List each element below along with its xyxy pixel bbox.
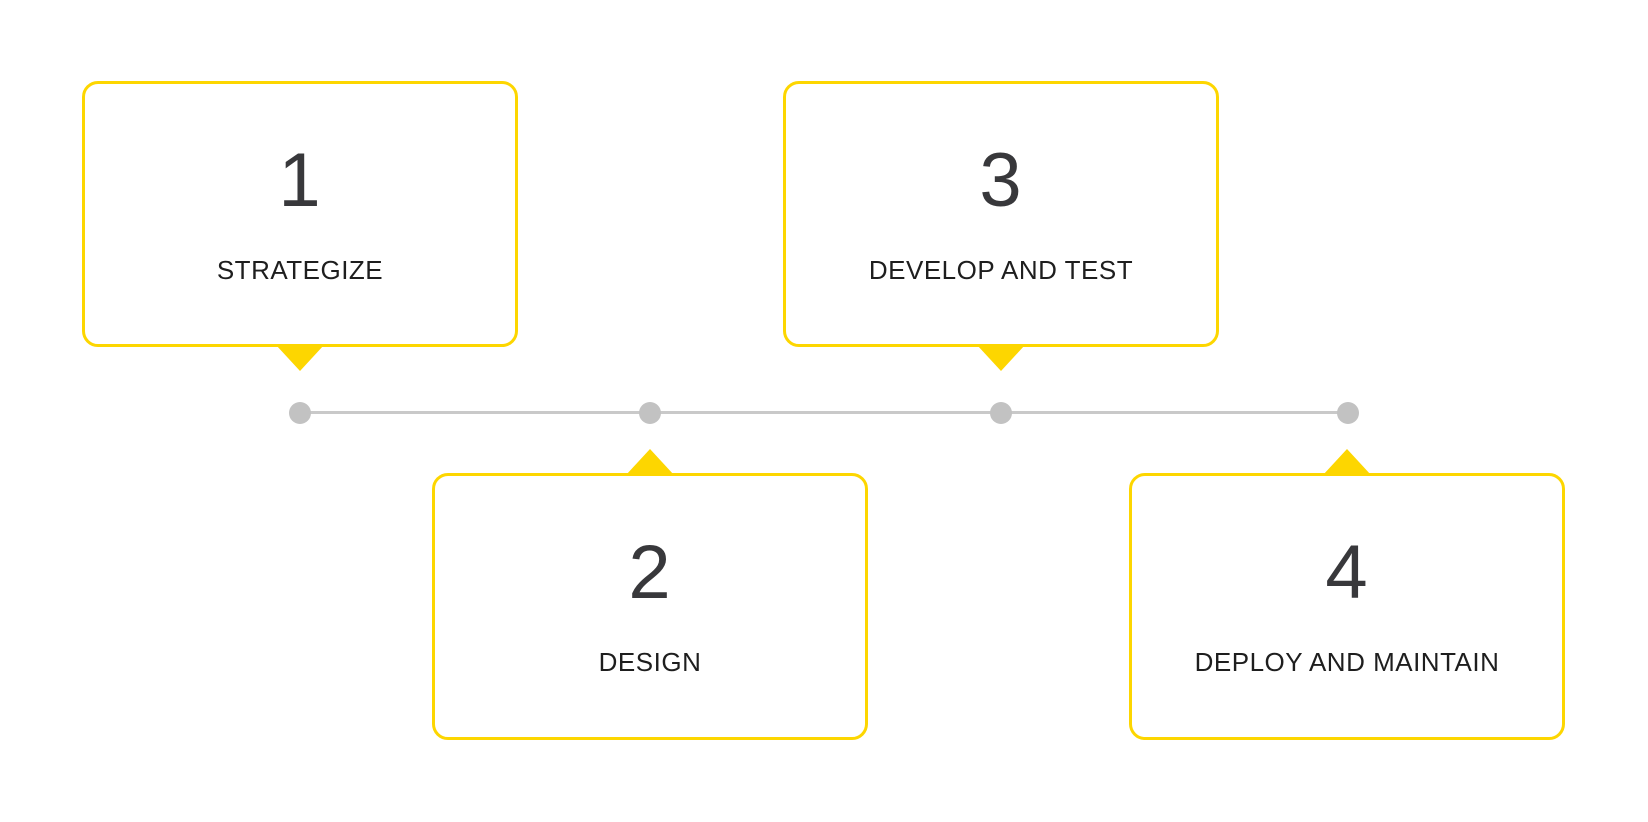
step-label: STRATEGIZE [216, 254, 384, 285]
timeline-dot [289, 402, 311, 424]
timeline-dot [639, 402, 661, 424]
step-number: 3 [979, 137, 1023, 223]
step-label: DESIGN [598, 647, 702, 677]
triangle-down-icon [276, 345, 324, 371]
timeline-line [300, 411, 1348, 414]
step-number: 1 [278, 137, 322, 223]
step-number: 4 [1325, 530, 1369, 615]
step-card-strategize: 1 STRATEGIZE [82, 81, 518, 347]
step-label: DEVELOP AND TEST [868, 254, 1134, 285]
step-number: 2 [628, 530, 672, 615]
triangle-down-icon [977, 345, 1025, 371]
step-card-design: 2 DESIGN [432, 473, 868, 740]
triangle-up-icon [626, 449, 674, 475]
timeline-dot [1337, 402, 1359, 424]
triangle-up-icon [1323, 449, 1371, 475]
step-card-develop-and-test: 3 DEVELOP AND TEST [783, 81, 1219, 347]
timeline-dot [990, 402, 1012, 424]
step-label: DEPLOY AND MAINTAIN [1194, 647, 1500, 677]
step-card-deploy-and-maintain: 4 DEPLOY AND MAINTAIN [1129, 473, 1565, 740]
